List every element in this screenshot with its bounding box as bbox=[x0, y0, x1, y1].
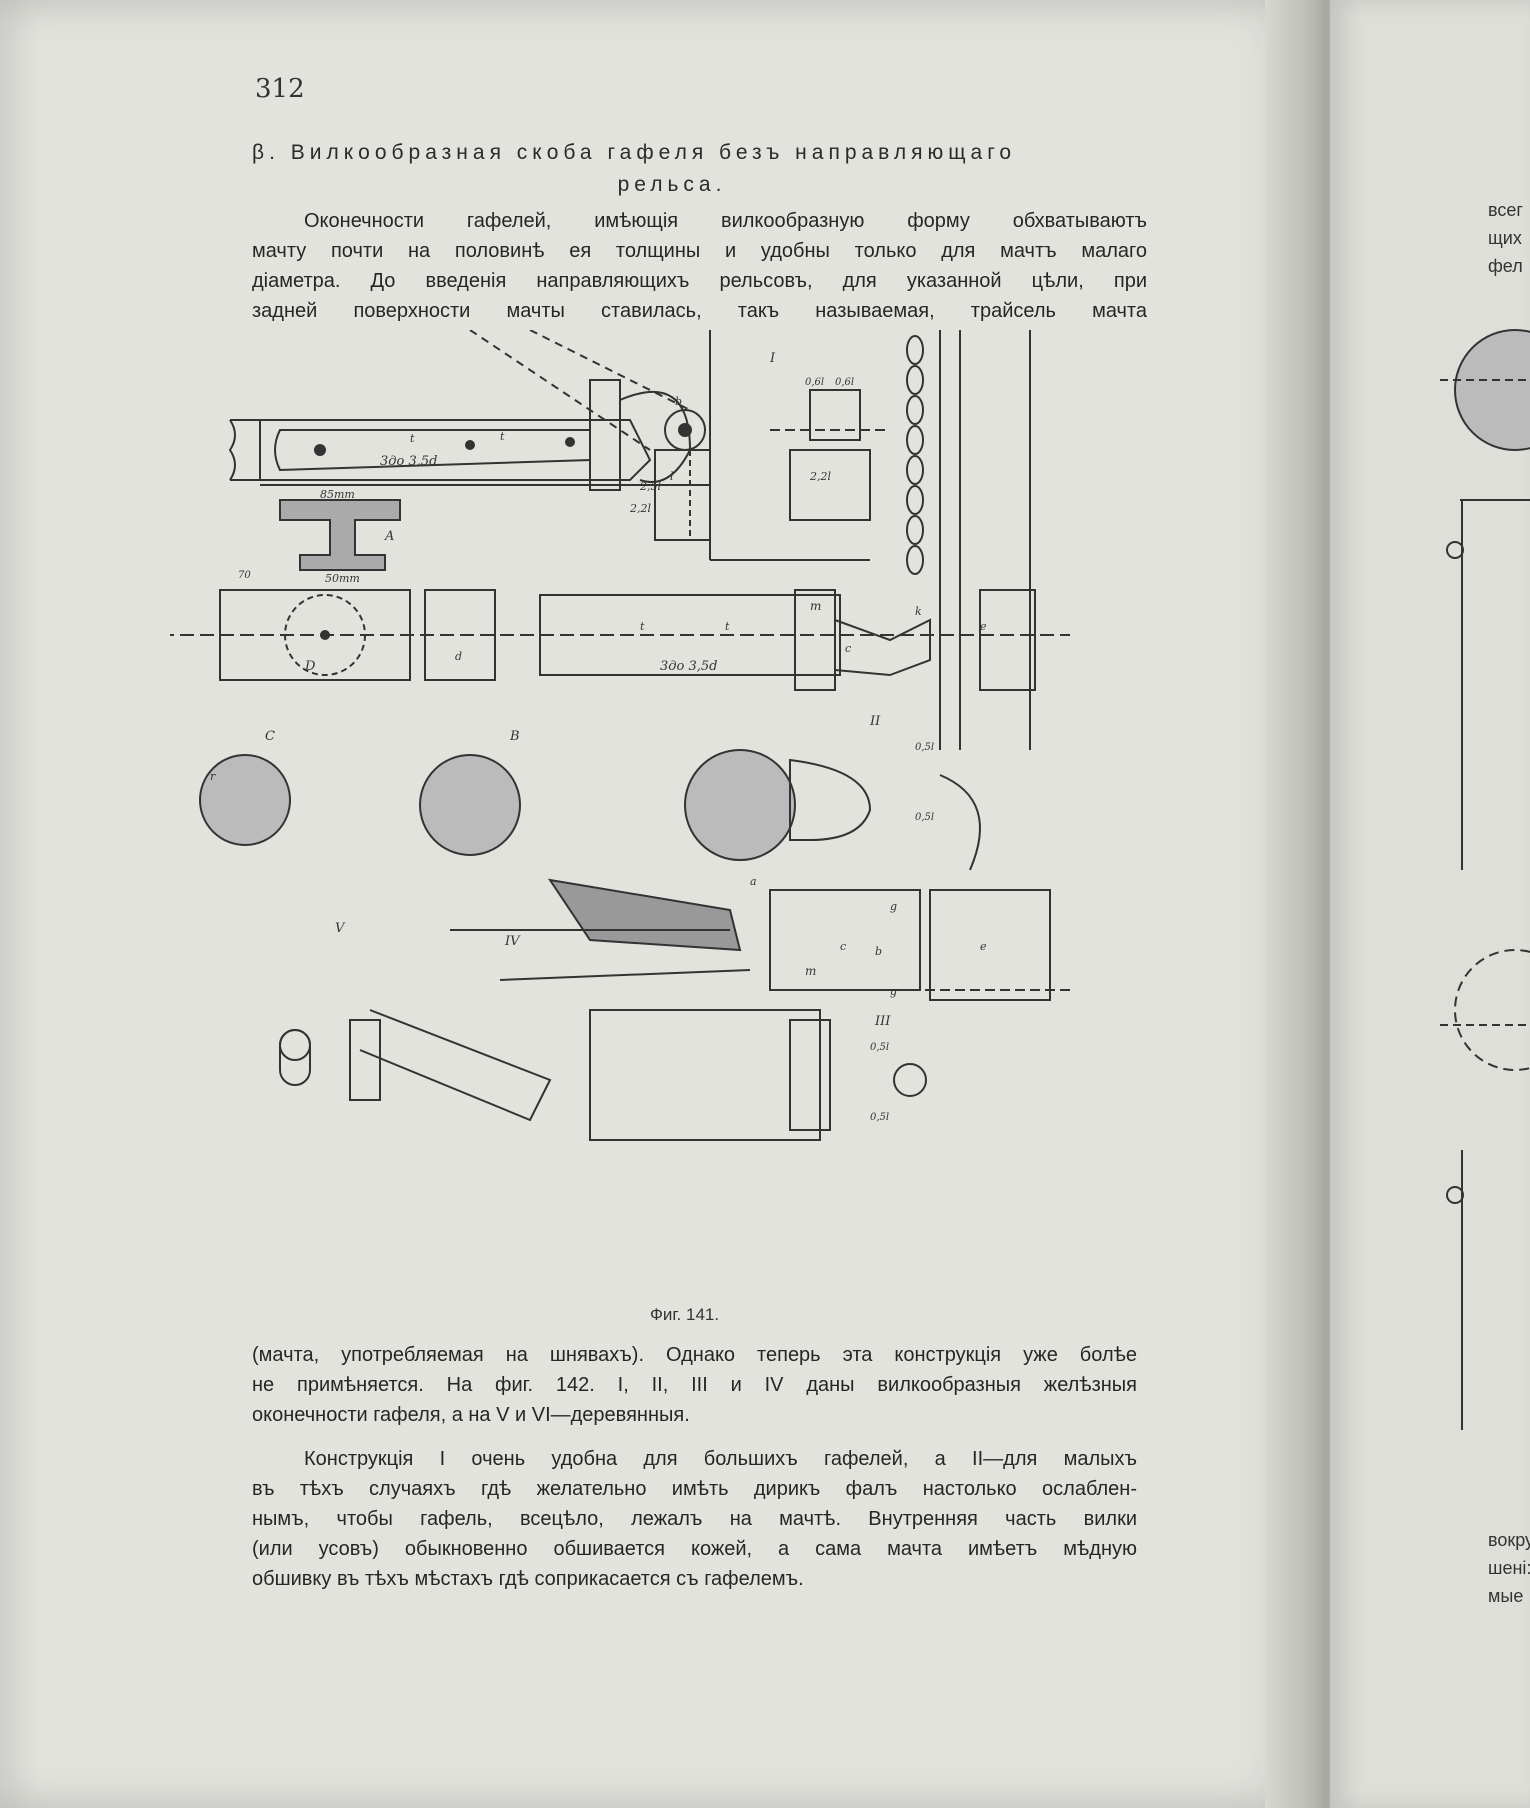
heading-line-2: рельса. bbox=[617, 173, 727, 196]
label-c-1: c bbox=[845, 642, 851, 655]
right-page-line: всег bbox=[1488, 200, 1523, 220]
paragraph-line: діаметра. До введенія направляющихъ рель… bbox=[252, 270, 1147, 292]
label-C: C bbox=[265, 729, 275, 744]
paragraph-line: Конструкція I очень удобна для большихъ … bbox=[304, 1448, 1137, 1470]
right-page-line: щих bbox=[1488, 228, 1522, 248]
label-D: D bbox=[304, 659, 316, 674]
paragraph-line: оконечности гафеля, а на V и VI—деревянн… bbox=[252, 1404, 690, 1426]
mast-section-2 bbox=[419, 754, 521, 856]
figure-caption: Фиг. 141. bbox=[650, 1305, 720, 1324]
right-page-line: мые bbox=[1488, 1586, 1524, 1606]
label-IV: IV bbox=[504, 934, 521, 949]
label-dim-06l-a: 0,6l bbox=[805, 377, 824, 388]
label-c-2: c bbox=[840, 940, 846, 953]
mast-section-1 bbox=[199, 754, 291, 846]
paragraph-line: мачту почти на половинѣ ея толщины и удо… bbox=[252, 240, 1147, 262]
paragraph-line: въ тѣхъ случаяхъ гдѣ желательно имѣть ди… bbox=[252, 1478, 1137, 1500]
label-dim-l: l bbox=[670, 470, 674, 483]
label-III: III bbox=[874, 1014, 891, 1029]
label-dim-05l-d: 0,5l bbox=[870, 1112, 889, 1123]
drawing-top-boom bbox=[228, 330, 710, 491]
detail-block bbox=[809, 389, 861, 441]
label-t-2: t bbox=[500, 430, 505, 443]
paragraph-line: (мачта, употребляемая на шнявахъ). Однак… bbox=[252, 1344, 1137, 1366]
right-page-drawing bbox=[1440, 329, 1530, 1430]
paragraph-1: Оконечности гафелей, имѣющія вилкообразн… bbox=[252, 206, 1147, 326]
label-size-top: 3до 3,5d bbox=[380, 454, 437, 469]
label-b-1: b bbox=[675, 395, 682, 408]
label-k: k bbox=[915, 605, 922, 618]
label-A: A bbox=[384, 529, 394, 544]
label-85mm: 85mm bbox=[320, 488, 355, 501]
label-V: V bbox=[335, 921, 346, 936]
chain bbox=[906, 335, 924, 575]
label-g-1: g bbox=[890, 900, 897, 913]
paragraph-line: нымъ, чтобы гафель, всецѣло, лежалъ на м… bbox=[252, 1508, 1137, 1530]
label-a: a bbox=[750, 875, 757, 888]
page-number: 312 bbox=[255, 74, 305, 104]
label-dim-22l: 2,2l bbox=[629, 502, 651, 515]
label-b-2: b bbox=[875, 945, 882, 958]
label-t-3: t bbox=[640, 620, 645, 633]
rail-profile bbox=[279, 499, 401, 571]
right-page-line: шені: bbox=[1488, 1558, 1530, 1578]
paragraph-line: (или усовъ) обыкновенно обшивается кожей… bbox=[252, 1538, 1137, 1560]
paragraph-2: (мачта, употребляемая на шнявахъ). Однак… bbox=[252, 1340, 1137, 1430]
label-dim-22l-b: 2,2l bbox=[809, 470, 831, 483]
section-heading: β. Вилкообразная скоба гафеля безъ напра… bbox=[252, 137, 1152, 201]
fork-jaw bbox=[547, 878, 742, 952]
label-dim-06l-b: 0,6l bbox=[835, 377, 854, 388]
right-page-line: вокру bbox=[1488, 1530, 1530, 1550]
label-e-1: e bbox=[980, 620, 987, 633]
label-size-bottom: 3до 3,5d bbox=[660, 659, 717, 674]
label-e-2: e bbox=[980, 940, 987, 953]
mast-rail bbox=[939, 330, 1031, 750]
label-I: I bbox=[769, 351, 776, 366]
label-B: B bbox=[509, 729, 520, 744]
label-m-1: m bbox=[810, 599, 821, 613]
label-r: r bbox=[210, 770, 216, 783]
label-dim-05l-b: 0,5l bbox=[915, 812, 934, 823]
label-70: 70 bbox=[238, 570, 251, 581]
boom-end bbox=[589, 1009, 821, 1141]
label-dim-25l: 2,5l bbox=[639, 480, 661, 493]
label-t-4: t bbox=[725, 620, 730, 633]
label-dim-05l-c: 0,5l bbox=[870, 1042, 889, 1053]
label-d: d bbox=[455, 650, 462, 663]
paragraph-line: обшивку въ тѣхъ мѣстахъ гдѣ соприкасаетс… bbox=[252, 1568, 804, 1590]
label-t-1: t bbox=[410, 432, 415, 445]
right-page bbox=[1330, 0, 1530, 1808]
right-page-line: фел bbox=[1488, 256, 1523, 276]
label-50mm: 50mm bbox=[325, 572, 360, 585]
label-m-2: m bbox=[805, 964, 816, 978]
paragraph-3: Конструкція I очень удобна для большихъ … bbox=[252, 1444, 1137, 1594]
paragraph-line: не примѣняется. На фиг. 142. I, II, III … bbox=[252, 1374, 1137, 1396]
paragraph-line: Оконечности гафелей, имѣющія вилкообразн… bbox=[304, 210, 1147, 232]
mast-section-3 bbox=[684, 749, 796, 861]
label-II: II bbox=[869, 714, 881, 729]
heading-line-1: β. Вилкообразная скоба гафеля безъ напра… bbox=[252, 141, 1017, 164]
technical-drawing: 3до 3,5d 3до 3,5d 85mm 50mm A B C D I II… bbox=[170, 330, 1070, 1141]
paragraph-line: задней поверхности мачты ставилась, такъ… bbox=[252, 300, 1147, 322]
label-dim-05l-a: 0,5l bbox=[915, 742, 934, 753]
label-g-2: g bbox=[890, 985, 897, 998]
